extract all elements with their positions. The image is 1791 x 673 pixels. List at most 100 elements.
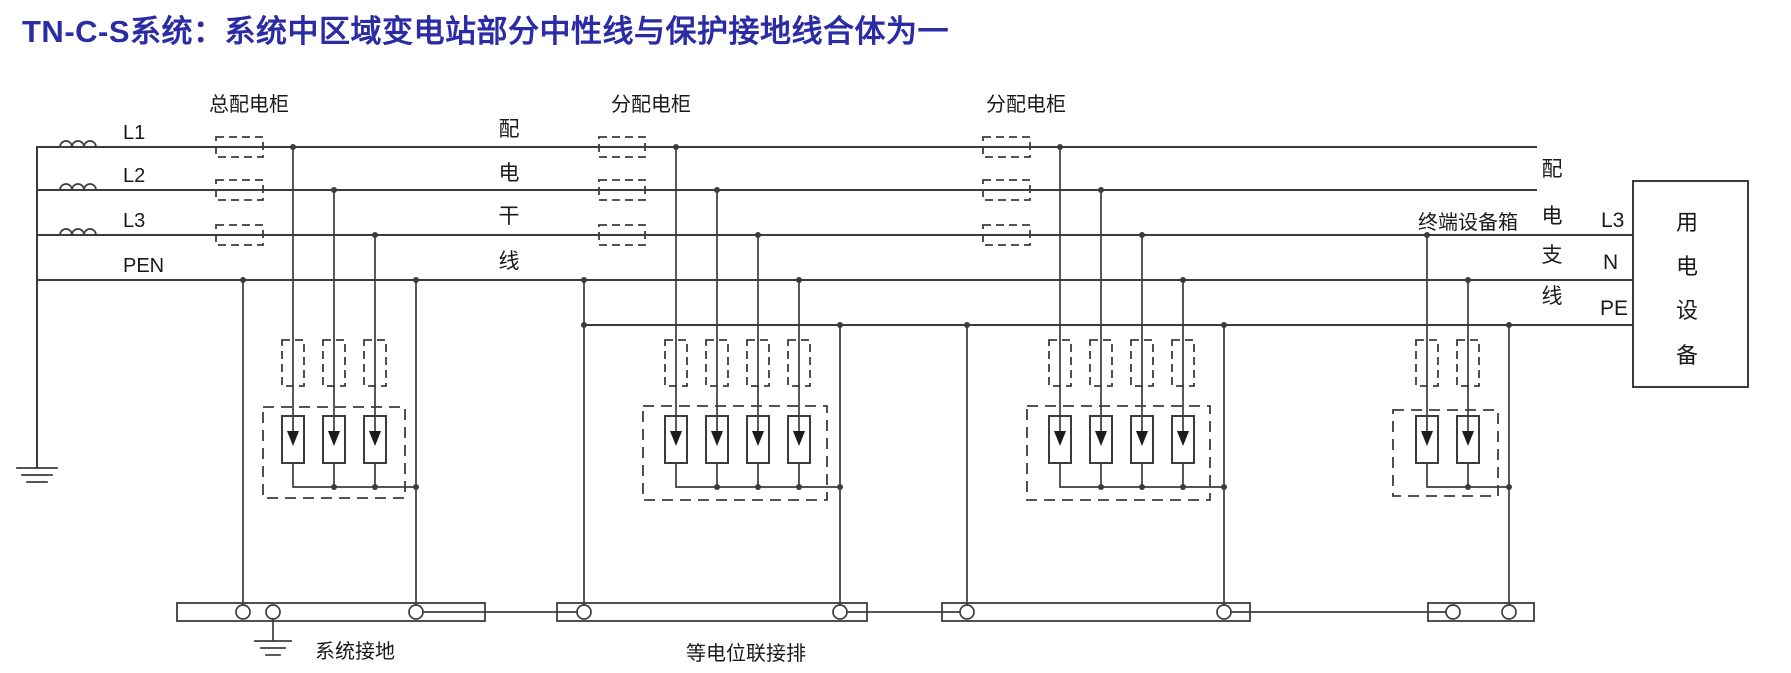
conductors [36,146,1634,326]
earth-down-conductors [242,279,1510,607]
label-branch-pe: PE [1600,297,1628,320]
spd-group-4 [1392,234,1510,497]
spd-group-2 [642,146,841,501]
spd-assembly-box [1392,409,1499,497]
svg-text:配: 配 [499,118,520,141]
spd-tap-lines [1059,146,1184,434]
spd-disconnector-box [1048,339,1072,387]
svg-text:电: 电 [1542,205,1563,228]
terminal-circle [1501,604,1517,620]
transformer-source [16,140,97,483]
earth-icon [254,640,292,656]
label-equipment-vertical: 用 电 设 备 [1676,210,1698,368]
spd-disconnector-box [664,339,688,387]
spd-output-bus [675,462,841,488]
spd-tap-lines [675,146,800,434]
main-distribution-cabinet [215,136,264,246]
svg-text:设: 设 [1676,298,1698,323]
label-system-earth: 系统接地 [315,640,395,663]
spd-disconnector-box [746,339,770,387]
label-l2: L2 [123,165,145,187]
spd-group-1 [262,146,417,499]
svg-text:线: 线 [499,250,520,273]
terminal-circle [576,604,592,620]
equipment-box [1632,180,1749,388]
svg-text:备: 备 [1676,343,1698,368]
svg-text:配: 配 [1542,158,1563,181]
spd-arrow-icon [752,431,764,446]
spd-disconnector-box [363,339,387,387]
spd-arrow-icon [1421,431,1433,446]
terminal-circle [1445,604,1461,620]
svg-text:用: 用 [1676,210,1698,235]
label-sub-cabinet-2: 分配电柜 [986,93,1066,116]
terminal-circle [265,604,281,620]
terminal-circle [235,604,251,620]
labels: TN-C-S系统：系统中区域变电站部分中性线与保护接地线合体为一 L1 L2 L… [22,14,1698,665]
label-sub-cabinet-1: 分配电柜 [611,93,691,116]
down-conductor-lines [242,279,1510,607]
spd-output-bus [292,462,417,488]
spd-disconnector-box [322,339,346,387]
terminal-circle [1216,604,1232,620]
winding-coil-icon [59,140,97,148]
winding-coil-icon [59,228,97,236]
label-pen: PEN [123,255,164,277]
spd-arrow-icon [793,431,805,446]
spd-arrow-icon [711,431,723,446]
spd-assembly-box [642,405,828,501]
spd-disconnector-box [1456,339,1480,387]
breaker-box [598,179,646,201]
breaker-box [215,179,264,201]
spd-assembly-box [262,406,406,499]
label-l3: L3 [123,210,145,232]
breaker-box [982,224,1031,246]
spd-tap-lines [1426,234,1469,434]
spd-arrow-icon [1136,431,1148,446]
sub-distribution-cabinet-2 [982,136,1031,246]
terminal-circle [832,604,848,620]
label-branch-vertical: 配 电 支 线 [1542,158,1563,308]
bar-terminals [235,604,1517,620]
spd-arrow-icon [328,431,340,446]
svg-text:干: 干 [499,205,520,228]
source-earth-icon [16,467,58,483]
label-trunk-vertical: 配 电 干 线 [499,118,520,273]
spd-disconnector-box [1089,339,1113,387]
spd-arrow-icon [1054,431,1066,446]
spd-assembly-box [1026,405,1211,501]
breaker-box [598,224,646,246]
terminal-circle [959,604,975,620]
spd-arrow-icon [1095,431,1107,446]
label-branch-n: N [1603,251,1618,274]
svg-text:电: 电 [499,162,520,185]
terminal-circle [408,604,424,620]
label-main-cabinet: 总配电柜 [209,93,289,116]
diagram-title: TN-C-S系统：系统中区域变电站部分中性线与保护接地线合体为一 [22,14,949,49]
spd-group-3 [1026,146,1225,501]
spd-arrow-icon [369,431,381,446]
equipotential-bar-2 [941,602,1251,622]
junction-dots [240,144,1512,490]
breaker-box [598,136,646,158]
spd-disconnector-box [1171,339,1195,387]
label-equipotential-bar: 等电位联接排 [686,642,806,665]
spd-disconnector-box [1415,339,1439,387]
breaker-box [215,136,264,158]
spd-arrow-icon [1462,431,1474,446]
system-earth-electrode [254,618,292,656]
breaker-box [982,179,1031,201]
breaker-box [215,224,264,246]
label-terminal-box: 终端设备箱 [1418,211,1518,234]
spd-output-bus [1059,462,1225,488]
spd-disconnector-box [787,339,811,387]
winding-coil-icon [59,183,97,191]
spd-disconnector-box [705,339,729,387]
equipotential-bar-1 [556,602,868,622]
breaker-box [982,136,1031,158]
sub-distribution-cabinet-1 [598,136,646,246]
spd-arrow-icon [670,431,682,446]
svg-text:电: 电 [1676,254,1698,279]
